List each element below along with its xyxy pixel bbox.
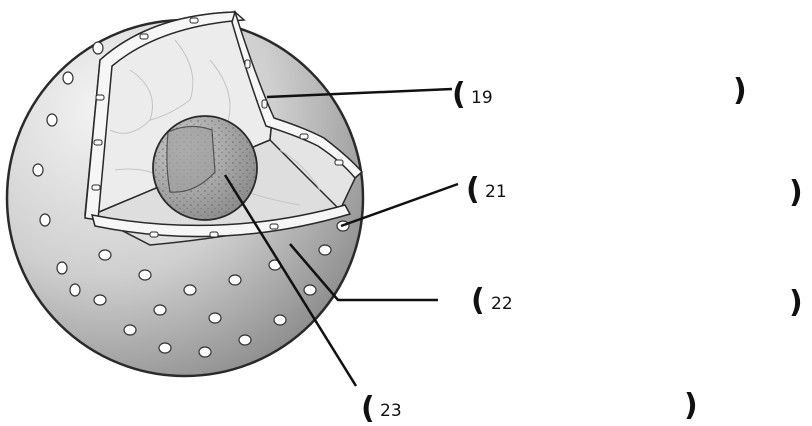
label-19: ( 19 ) [452,73,747,112]
label-22: ( 22 ) [471,283,803,320]
label-22-open-paren: ( [471,283,485,318]
label-19-number: 19 [471,88,493,108]
label-22-number: 22 [491,294,513,314]
label-23-close-paren: ) [684,388,698,423]
nucleus [153,116,257,220]
label-21-close-paren: ) [789,175,803,210]
label-23-open-paren: ( [361,391,375,426]
label-23-number: 23 [380,401,402,421]
label-19-close-paren: ) [733,73,747,108]
label-22-close-paren: ) [789,285,803,320]
label-19-open-paren: ( [452,77,466,112]
label-21-number: 21 [485,182,507,202]
label-21: ( 21 ) [466,172,803,210]
label-23: ( 23 ) [361,388,698,426]
label-21-open-paren: ( [466,172,480,207]
